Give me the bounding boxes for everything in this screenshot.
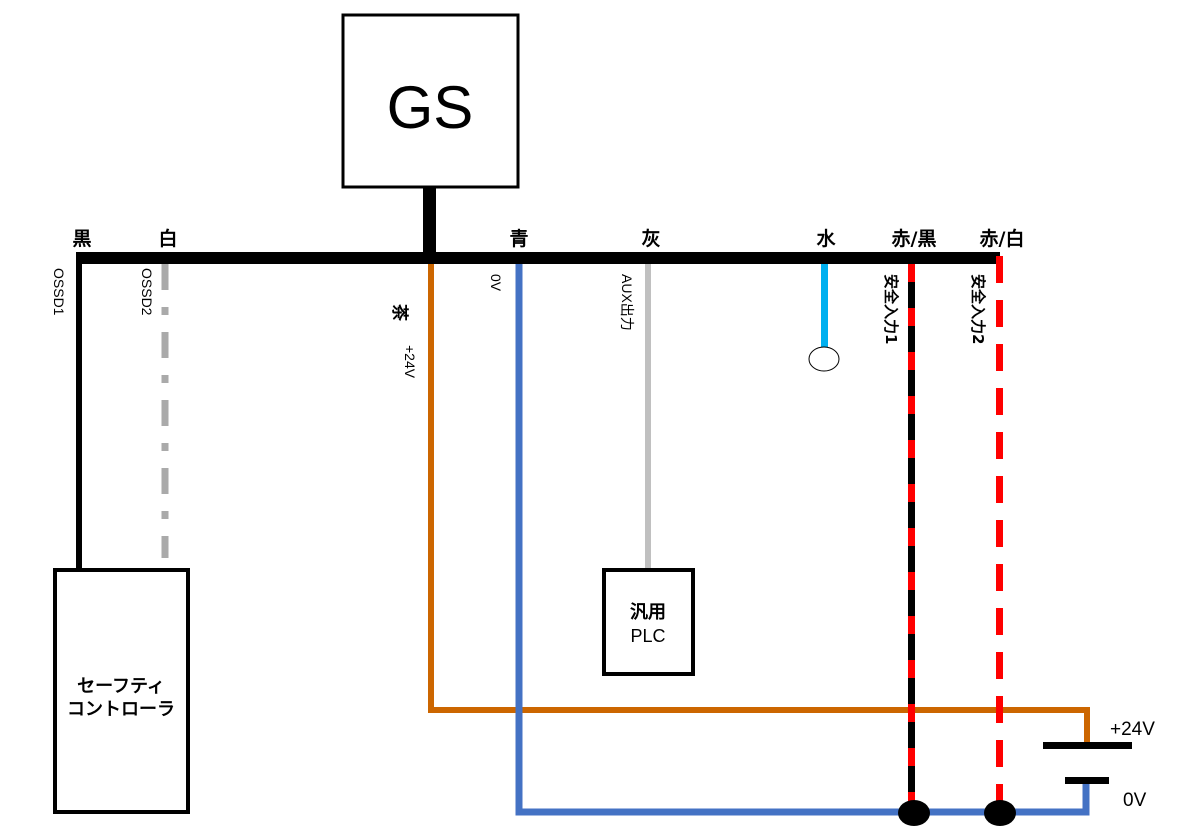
power-supply-negative-plate xyxy=(1065,777,1109,784)
wire-brown-24v xyxy=(428,264,1090,744)
gs-box xyxy=(341,13,520,189)
junction-dot-2 xyxy=(984,800,1016,826)
label-blue-0v: 0V xyxy=(488,274,504,292)
wire-color-light-blue: 水 xyxy=(816,228,836,250)
label-ossd1: OSSD1 xyxy=(51,268,67,316)
gs-cable xyxy=(423,187,436,259)
main-cable-bus xyxy=(76,252,1000,264)
wire-color-red-white: 赤/白 xyxy=(980,227,1025,250)
safety-controller-label-line2: コントローラ xyxy=(67,699,175,720)
wire-blue-0v xyxy=(515,264,1090,816)
wire-light-blue-end-cap xyxy=(808,346,840,372)
wire-light-blue xyxy=(821,264,828,350)
gs-label: GS xyxy=(387,74,474,141)
wire-gray-aux xyxy=(645,264,651,570)
label-aux-output: AUX出力 xyxy=(619,274,635,331)
junction-dot-1 xyxy=(898,800,930,826)
label-brown-24v: +24V xyxy=(402,345,418,379)
wire-color-blue: 青 xyxy=(509,228,528,250)
safety-controller-label-line1: セーフティ xyxy=(77,676,165,697)
wire-color-black: 黒 xyxy=(72,228,91,250)
label-brown: 茶 xyxy=(389,304,410,322)
label-safety-input1: 安全入力1 xyxy=(882,274,900,344)
power-supply-negative-label: 0V xyxy=(1123,790,1147,811)
wire-black-ossd1 xyxy=(76,252,82,570)
label-ossd2: OSSD2 xyxy=(139,268,155,316)
plc-box xyxy=(602,568,695,676)
wire-color-white: 白 xyxy=(158,227,177,250)
plc-label-line1: 汎用 xyxy=(630,601,666,623)
wire-color-gray: 灰 xyxy=(641,227,660,250)
power-supply-positive-label: +24V xyxy=(1110,719,1155,740)
wire-color-red-black: 赤/黒 xyxy=(892,228,937,250)
safety-controller-box xyxy=(53,568,190,814)
label-safety-input2: 安全入力2 xyxy=(969,274,987,344)
plc-label-line2: PLC xyxy=(630,626,665,646)
power-supply-positive-plate xyxy=(1043,742,1132,749)
